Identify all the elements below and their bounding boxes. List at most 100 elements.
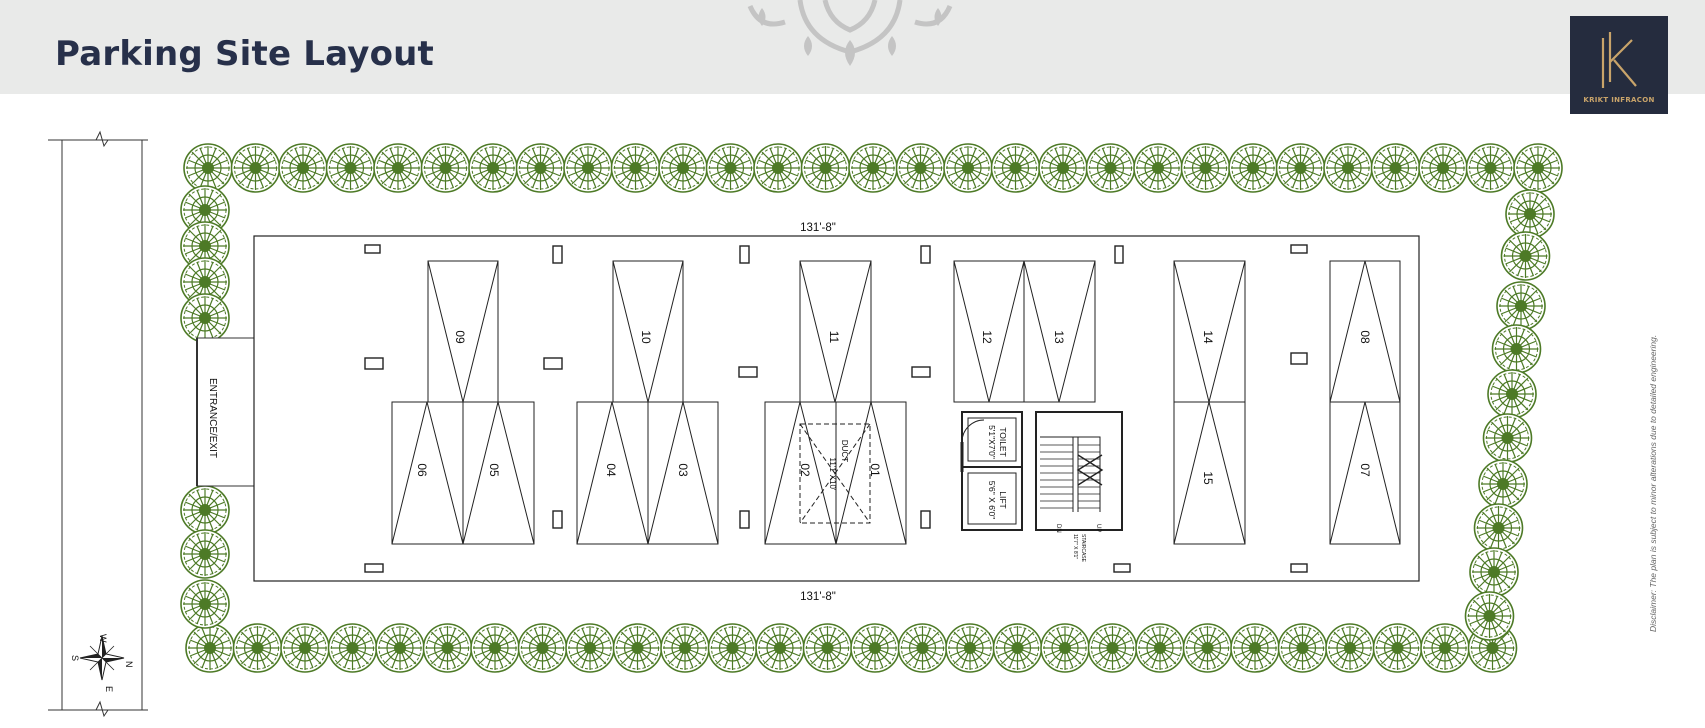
compass-east: E (104, 686, 114, 692)
slot-label-04: 04 (604, 463, 618, 477)
tree-icon (1087, 623, 1138, 673)
slot-label-08: 08 (1358, 330, 1372, 344)
tree-icon (1473, 503, 1524, 553)
slot-15 (1173, 401, 1246, 545)
tree-icon (517, 623, 568, 673)
tree-icon (848, 143, 898, 193)
entrance-exit: ENTRANCE/EXIT (196, 337, 255, 487)
compass-south: S (70, 655, 80, 661)
tree-icon (1469, 547, 1519, 597)
compass-rose: W N S E (70, 634, 134, 692)
tree-icon (327, 623, 378, 673)
tree-icon (1465, 143, 1516, 193)
stair-down: DN (1055, 524, 1061, 533)
tree-icon (1418, 143, 1468, 193)
logo-tagline: KRIKT INFRACON (1583, 96, 1655, 104)
slot-03 (647, 401, 719, 545)
tree-icon (1487, 369, 1537, 419)
tree-icon (1420, 623, 1470, 673)
tree-icon (1325, 623, 1375, 673)
service-core (960, 411, 1123, 531)
slot-label-13: 13 (1052, 330, 1066, 344)
tree-icon (230, 143, 281, 193)
tree-icon (1038, 143, 1088, 193)
tree-icon (992, 623, 1043, 673)
tree-icon (1464, 591, 1515, 641)
slot-01 (835, 401, 907, 545)
tree-icon (325, 143, 376, 193)
toilet-size: 5'1"X7'0" (987, 425, 997, 459)
tree-icon (1085, 143, 1136, 193)
tree-icon (1228, 143, 1278, 193)
tree-icon (1040, 623, 1090, 673)
tree-icon (897, 623, 948, 673)
entrance-label: ENTRANCE/EXIT (207, 378, 218, 458)
staircase-label: STAIRCASE (1080, 534, 1086, 563)
tree-icon (1505, 189, 1555, 239)
compass-west: W (98, 634, 108, 643)
disclaimer-text: Disclaimer: The plan is subject to minor… (1648, 334, 1658, 632)
duct-size: 11'1"X10' (828, 458, 837, 491)
slot-label-15: 15 (1201, 471, 1215, 485)
tree-icon (1182, 623, 1233, 673)
tree-icon (563, 143, 613, 193)
tree-icon (1478, 459, 1528, 509)
tree-icon (1323, 143, 1373, 193)
tree-icon (1275, 143, 1326, 193)
tree-icon (800, 143, 851, 193)
tree-icon (658, 143, 708, 193)
slot-05 (462, 401, 535, 545)
slot-07 (1329, 401, 1401, 545)
tree-icon (1277, 623, 1328, 673)
lift-size: 5'6" X 6'0" (987, 481, 997, 520)
dimension-top: 131'-8" (800, 222, 836, 234)
brand-logo: KRIKT INFRACON (1570, 16, 1668, 114)
tree-icon (850, 623, 900, 673)
tree-icon (1513, 143, 1563, 193)
tree-icon (755, 623, 805, 673)
tree-icon (990, 143, 1041, 193)
slot-label-14: 14 (1201, 330, 1215, 344)
slot-label-02: 02 (798, 463, 812, 477)
slot-label-10: 10 (639, 330, 653, 344)
tree-icon (1500, 231, 1551, 281)
lift-label: LIFT (998, 491, 1008, 508)
tree-icon (612, 623, 663, 673)
slot-label-06: 06 (415, 463, 429, 477)
tree-icon (470, 623, 520, 673)
slot-13 (1023, 260, 1096, 403)
tree-icon (895, 143, 946, 193)
tree-icon (180, 485, 230, 535)
tree-icon (945, 623, 995, 673)
slot-label-03: 03 (676, 463, 690, 477)
tree-icon (278, 143, 328, 193)
tree-icon (753, 143, 803, 193)
duct-shaft (799, 423, 871, 524)
tree-icon (420, 143, 471, 193)
tree-icon (565, 623, 615, 673)
tree-icon (1491, 324, 1542, 374)
slot-label-01: 01 (868, 463, 882, 477)
staircase-size: 11'7" X 8'1" (1072, 534, 1078, 559)
tree-icon (375, 623, 425, 673)
tree-icon (515, 143, 566, 193)
tree-icon (707, 623, 758, 673)
slot-label-12: 12 (980, 330, 994, 344)
tree-icon (280, 623, 330, 673)
tree-icon (180, 529, 230, 579)
tree-icon (1370, 143, 1421, 193)
slot-label-09: 09 (453, 330, 467, 344)
tree-icon (1372, 623, 1423, 673)
k-monogram-icon (1601, 32, 1637, 88)
tree-icon (1496, 281, 1546, 331)
access-road (48, 130, 148, 718)
tree-icon (468, 143, 518, 193)
duct-label: DUCT (840, 440, 849, 462)
tree-icon (660, 623, 710, 673)
tree-icon (1482, 413, 1533, 463)
slot-label-07: 07 (1358, 463, 1372, 477)
tree-icon (943, 143, 993, 193)
tree-icon (1135, 623, 1185, 673)
tree-icon (1133, 143, 1183, 193)
structural-columns (364, 244, 1308, 573)
